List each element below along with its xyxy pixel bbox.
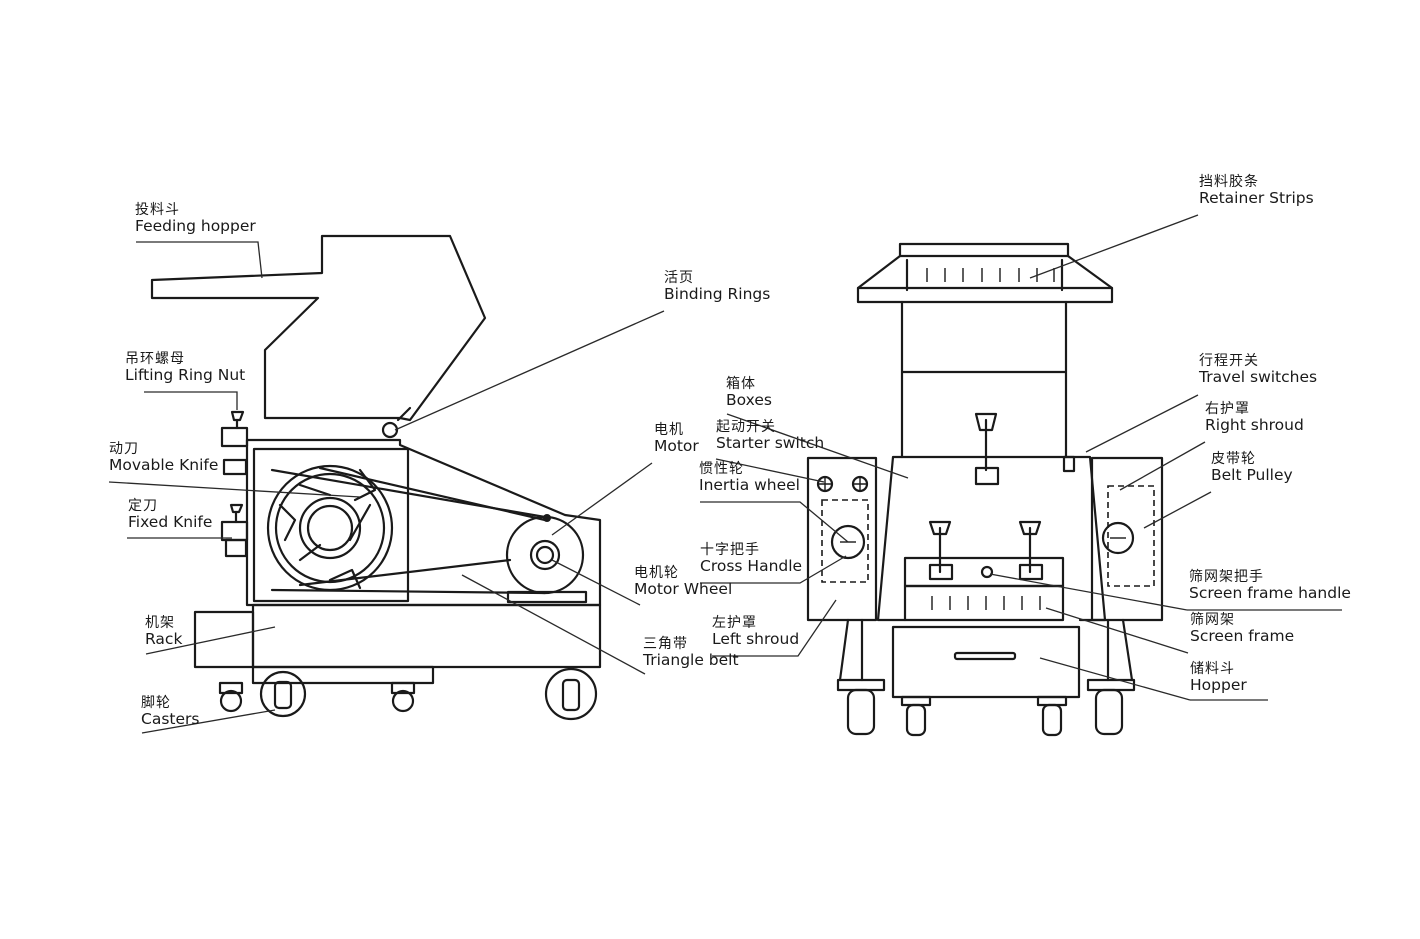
label-en: Screen frame bbox=[1190, 627, 1295, 646]
label-zh: 储料斗 bbox=[1190, 661, 1235, 677]
label-en: Binding Rings bbox=[664, 285, 771, 304]
label-zh: 十字把手 bbox=[700, 542, 760, 558]
label-en: Hopper bbox=[1190, 676, 1247, 695]
label-zh: 箱体 bbox=[726, 376, 756, 392]
label-belt-pulley: 皮带轮 Belt Pulley bbox=[1211, 451, 1293, 485]
label-right-shroud: 右护罩 Right shroud bbox=[1205, 401, 1304, 435]
label-zh: 脚轮 bbox=[141, 695, 171, 711]
label-en: Motor bbox=[654, 437, 699, 456]
label-en: Inertia wheel bbox=[699, 476, 800, 495]
screen-frame-marks bbox=[931, 596, 1041, 610]
label-en: Casters bbox=[141, 710, 200, 729]
label-en: Right shroud bbox=[1205, 416, 1304, 435]
label-casters: 脚轮 Casters bbox=[141, 695, 199, 729]
rotor-outer bbox=[266, 464, 394, 592]
top-feed-cap bbox=[856, 254, 1114, 304]
side-window bbox=[252, 447, 410, 603]
label-zh: 吊环螺母 bbox=[125, 351, 185, 367]
label-zh: 活页 bbox=[664, 270, 694, 286]
label-en: Boxes bbox=[726, 391, 772, 410]
rack-block bbox=[193, 610, 255, 669]
label-en: Starter switch bbox=[716, 434, 825, 453]
label-zh: 挡料胶条 bbox=[1199, 174, 1259, 190]
label-en: Motor Wheel bbox=[634, 580, 733, 599]
front-casters bbox=[836, 678, 1136, 737]
side-view bbox=[108, 234, 665, 734]
label-travel-switches: 行程开关 Travel switches bbox=[1199, 353, 1317, 387]
label-zh: 起动开关 bbox=[716, 419, 776, 435]
screen-frame-shape bbox=[903, 584, 1065, 622]
front-box-body bbox=[876, 455, 1107, 622]
label-en: Cross Handle bbox=[700, 557, 803, 576]
belt-pulley-shape bbox=[1101, 521, 1135, 555]
label-en: Movable Knife bbox=[109, 456, 219, 475]
label-en: Retainer Strips bbox=[1199, 189, 1314, 208]
label-screen-frame: 筛网架 Screen frame bbox=[1190, 612, 1294, 646]
retainer-strip-marks bbox=[926, 268, 1055, 282]
label-boxes: 箱体 Boxes bbox=[726, 376, 772, 410]
label-zh: 投料斗 bbox=[135, 202, 180, 218]
inertia-wheel-shape bbox=[830, 524, 866, 560]
label-en: Feeding hopper bbox=[135, 217, 256, 236]
screen-frame-handle-bar bbox=[903, 556, 1065, 588]
feeding-hopper-shape bbox=[150, 234, 487, 422]
label-en: Belt Pulley bbox=[1211, 466, 1293, 485]
motor-wheel-shape bbox=[529, 539, 561, 571]
label-cross-handle: 十字把手 Cross Handle bbox=[700, 542, 802, 576]
label-hopper: 储料斗 Hopper bbox=[1190, 661, 1247, 695]
label-zh: 三角带 bbox=[643, 636, 688, 652]
label-binding-rings: 活页 Binding Rings bbox=[664, 270, 770, 304]
label-en: Fixed Knife bbox=[128, 513, 213, 532]
right-shroud-panel bbox=[1090, 456, 1164, 622]
label-zh: 右护罩 bbox=[1205, 401, 1250, 417]
label-en: Travel switches bbox=[1199, 368, 1318, 387]
label-zh: 筛网架把手 bbox=[1189, 569, 1264, 585]
label-inertia-wheel: 惯性轮 Inertia wheel bbox=[699, 461, 800, 495]
label-triangle-belt: 三角带 Triangle belt bbox=[643, 636, 739, 670]
label-left-shroud: 左护罩 Left shroud bbox=[712, 615, 799, 649]
label-en: Left shroud bbox=[712, 630, 800, 649]
label-en: Rack bbox=[145, 630, 183, 649]
label-en: Screen frame handle bbox=[1189, 584, 1351, 603]
binding-ring-hinge bbox=[381, 421, 399, 439]
hopper-drawer bbox=[891, 625, 1081, 699]
front-view bbox=[700, 214, 1342, 737]
label-zh: 皮带轮 bbox=[1211, 451, 1256, 467]
label-lifting-ring-nut: 吊环螺母 Lifting Ring Nut bbox=[125, 351, 245, 385]
left-shroud-panel bbox=[806, 456, 878, 622]
label-rack: 机架 Rack bbox=[145, 615, 182, 649]
rack-frame bbox=[251, 603, 602, 669]
label-zh: 定刀 bbox=[128, 498, 158, 514]
label-starter-switch: 起动开关 Starter switch bbox=[716, 419, 824, 453]
label-zh: 电机 bbox=[654, 422, 684, 438]
label-retainer-strips: 挡料胶条 Retainer Strips bbox=[1199, 174, 1314, 208]
label-zh: 左护罩 bbox=[712, 615, 757, 631]
label-zh: 行程开关 bbox=[1199, 353, 1259, 369]
label-en: Triangle belt bbox=[643, 651, 739, 670]
label-motor: 电机 Motor bbox=[654, 422, 699, 456]
rotor-hub bbox=[298, 496, 362, 560]
motor-body bbox=[505, 515, 585, 595]
label-zh: 筛网架 bbox=[1190, 612, 1235, 628]
label-zh: 机架 bbox=[145, 615, 175, 631]
label-en: Lifting Ring Nut bbox=[125, 366, 246, 385]
label-zh: 电机轮 bbox=[634, 565, 679, 581]
label-feeding-hopper: 投料斗 Feeding hopper bbox=[135, 202, 256, 236]
label-movable-knife: 动刀 Movable Knife bbox=[109, 441, 218, 475]
side-casters bbox=[218, 667, 598, 721]
label-zh: 惯性轮 bbox=[699, 461, 744, 477]
label-fixed-knife: 定刀 Fixed Knife bbox=[128, 498, 212, 532]
label-screen-frame-handle: 筛网架把手 Screen frame handle bbox=[1189, 569, 1351, 603]
label-motor-wheel: 电机轮 Motor Wheel bbox=[634, 565, 732, 599]
label-zh: 动刀 bbox=[109, 441, 139, 457]
